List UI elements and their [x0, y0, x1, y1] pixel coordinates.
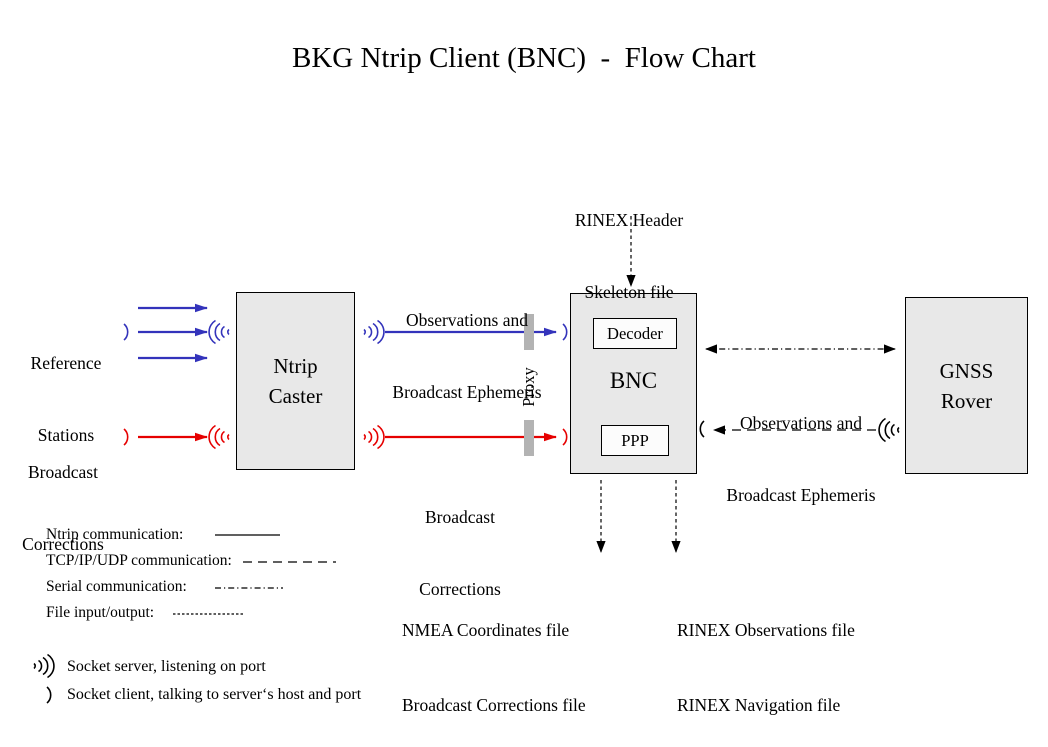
- socket-client-icon: [562, 323, 568, 341]
- socket-client-icon: [123, 323, 129, 341]
- ntrip-caster-box: Ntrip Caster: [236, 292, 355, 470]
- legend-socket-server-label: Socket server, listening on port: [67, 658, 266, 675]
- observations-ephemeris-bnc-rover-label: Observations and Broadcast Ephemeris: [726, 413, 876, 505]
- reference-stations-label: Reference Stations: [30, 353, 102, 445]
- socket-server-icon: [363, 424, 385, 450]
- ntrip-caster-label: Ntrip Caster: [268, 354, 323, 408]
- socket-client-icon: [123, 428, 129, 446]
- proxy-bar-top: [524, 314, 534, 350]
- nmea-output-label: NMEA Coordinates file Broadcast Correcti…: [402, 620, 586, 715]
- reference-input-arrows: [138, 303, 208, 363]
- legend-socket-server-icon: [33, 653, 55, 679]
- legend-serial-label: Serial communication:: [46, 578, 187, 595]
- broadcast-corrections-caster-bnc-label: Broadcast Corrections: [419, 507, 501, 599]
- bnc-label: BNC: [609, 368, 658, 393]
- bnc-box: Decoder BNC PPP: [570, 293, 697, 474]
- socket-server-icon: [363, 319, 385, 345]
- gnss-rover-label: GNSS Rover: [939, 358, 994, 413]
- socket-client-icon: [562, 428, 568, 446]
- socket-server-icon: [208, 424, 230, 450]
- legend-file-label: File input/output:: [46, 604, 155, 621]
- broadcast-corrections-input-label: Broadcast Corrections: [22, 462, 104, 554]
- socket-client-icon: [699, 420, 705, 438]
- observations-ephemeris-caster-bnc-label: Observations and Broadcast Ephemeris: [392, 310, 542, 402]
- socket-server-icon: [878, 417, 900, 443]
- ppp-box: PPP: [601, 425, 669, 456]
- legend-socket-client-icon: [46, 686, 52, 704]
- legend-tcp-label: TCP/IP/UDP communication:: [46, 552, 232, 569]
- legend-socket-client-label: Socket client, talking to server‘s host …: [67, 686, 362, 703]
- ppp-label: PPP: [621, 430, 649, 450]
- gnss-rover-box: GNSS Rover: [905, 297, 1028, 474]
- socket-server-icon: [208, 319, 230, 345]
- decoder-box: Decoder: [593, 318, 677, 349]
- rinex-header-skeleton-label: RINEX Header Skeleton file: [574, 210, 684, 302]
- page-title: BKG Ntrip Client (BNC) - Flow Chart: [292, 42, 756, 74]
- legend-ntrip-label: Ntrip communication:: [46, 526, 184, 543]
- proxy-bar-bottom: [524, 420, 534, 456]
- decoder-label: Decoder: [607, 323, 663, 343]
- rinex-output-label: RINEX Observations file RINEX Navigation…: [677, 620, 855, 715]
